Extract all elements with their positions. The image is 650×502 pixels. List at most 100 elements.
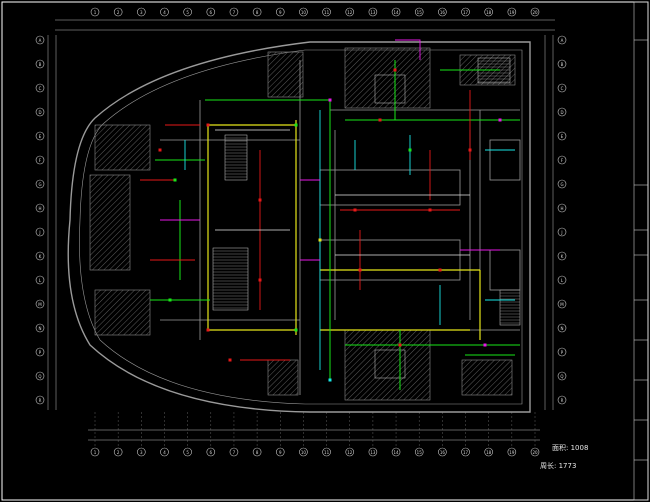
axis-bubble-top-9: 9 bbox=[275, 7, 285, 17]
axis-bubble-top-20: 20 bbox=[530, 7, 540, 17]
axis-bubbles-bottom: 1122334455667788991010111112121313141415… bbox=[90, 7, 540, 457]
axis-bubble-top-10: 10 bbox=[299, 7, 308, 17]
axis-bubble-17: 17 bbox=[461, 412, 470, 457]
svg-text:1: 1 bbox=[94, 10, 97, 15]
equipment-node bbox=[393, 68, 397, 72]
svg-text:20: 20 bbox=[532, 10, 538, 15]
axis-bubble-top-14: 14 bbox=[391, 7, 401, 17]
svg-text:F: F bbox=[39, 158, 42, 163]
svg-text:J: J bbox=[560, 230, 562, 235]
svg-text:8: 8 bbox=[256, 10, 259, 15]
equipment-node bbox=[258, 198, 262, 202]
equipment-node bbox=[483, 343, 487, 347]
svg-text:12: 12 bbox=[347, 450, 353, 455]
svg-text:B: B bbox=[39, 62, 42, 67]
equipment-node bbox=[353, 208, 357, 212]
axis-bubble-top-15: 15 bbox=[414, 7, 424, 17]
equipment-node bbox=[228, 358, 232, 362]
pipe-red bbox=[140, 90, 471, 361]
svg-text:L: L bbox=[39, 278, 42, 283]
equipment-node bbox=[408, 148, 412, 152]
svg-text:6: 6 bbox=[210, 450, 213, 455]
svg-text:C: C bbox=[561, 86, 564, 91]
axis-bubble-top-5: 5 bbox=[183, 7, 192, 17]
stair-treads bbox=[213, 60, 520, 324]
axis-bubble-top-12: 12 bbox=[345, 7, 355, 17]
svg-text:14: 14 bbox=[394, 450, 400, 455]
svg-text:7: 7 bbox=[233, 450, 236, 455]
svg-text:18: 18 bbox=[486, 450, 492, 455]
equipment-node bbox=[498, 118, 502, 122]
svg-text:M: M bbox=[38, 302, 42, 307]
svg-text:13: 13 bbox=[370, 10, 376, 15]
title-block bbox=[633, 1, 649, 501]
axis-bubble-9: 9 bbox=[275, 412, 285, 457]
svg-text:20: 20 bbox=[532, 450, 538, 455]
svg-text:11: 11 bbox=[324, 450, 330, 455]
svg-text:A: A bbox=[39, 38, 42, 43]
svg-text:16: 16 bbox=[440, 10, 446, 15]
svg-text:5: 5 bbox=[186, 10, 189, 15]
equipment-node bbox=[206, 123, 210, 127]
svg-text:6: 6 bbox=[210, 10, 213, 15]
equipment-node bbox=[206, 328, 210, 332]
svg-text:L: L bbox=[561, 278, 564, 283]
svg-text:9: 9 bbox=[279, 450, 282, 455]
equipment-node bbox=[468, 148, 472, 152]
axis-bubble-top-7: 7 bbox=[229, 7, 239, 17]
svg-text:G: G bbox=[560, 182, 563, 187]
svg-text:5: 5 bbox=[186, 450, 189, 455]
svg-text:12: 12 bbox=[347, 10, 353, 15]
axis-bubble-12: 12 bbox=[345, 412, 355, 457]
axis-bubble-top-1: 1 bbox=[90, 7, 100, 17]
svg-text:G: G bbox=[38, 182, 41, 187]
svg-text:3: 3 bbox=[140, 10, 143, 15]
svg-text:R: R bbox=[39, 398, 42, 403]
axis-bubble-top-6: 6 bbox=[206, 7, 216, 17]
svg-text:C: C bbox=[39, 86, 42, 91]
svg-text:P: P bbox=[561, 350, 564, 355]
axis-bubble-top-17: 17 bbox=[461, 7, 470, 17]
svg-text:17: 17 bbox=[463, 450, 469, 455]
svg-text:J: J bbox=[38, 230, 40, 235]
svg-text:F: F bbox=[561, 158, 564, 163]
axis-bubble-14: 14 bbox=[391, 412, 401, 457]
axis-bubble-4: 4 bbox=[160, 412, 169, 457]
equipment-node bbox=[398, 343, 402, 347]
axis-bubble-5: 5 bbox=[183, 412, 192, 457]
svg-text:K: K bbox=[561, 254, 564, 259]
equipment-node bbox=[438, 268, 442, 272]
svg-text:H: H bbox=[560, 206, 563, 211]
pipe-yellow bbox=[207, 120, 481, 340]
axis-bubble-16: 16 bbox=[438, 412, 447, 457]
svg-text:A: A bbox=[561, 38, 564, 43]
svg-text:M: M bbox=[560, 302, 564, 307]
svg-text:D: D bbox=[38, 110, 41, 115]
svg-text:Q: Q bbox=[38, 374, 41, 379]
equipment-node bbox=[158, 148, 162, 152]
svg-text:P: P bbox=[39, 350, 42, 355]
equipment-node bbox=[294, 123, 298, 127]
axis-bubble-top-18: 18 bbox=[484, 7, 493, 17]
axis-bubble-top-8: 8 bbox=[252, 7, 262, 17]
svg-text:19: 19 bbox=[509, 10, 515, 15]
axis-bubble-20: 20 bbox=[530, 412, 540, 457]
axis-bubble-8: 8 bbox=[252, 412, 262, 457]
axis-bubble-19: 19 bbox=[507, 412, 517, 457]
equipment-node bbox=[358, 268, 362, 272]
svg-text:9: 9 bbox=[279, 10, 282, 15]
axis-bubble-13: 13 bbox=[368, 412, 378, 457]
svg-text:11: 11 bbox=[324, 10, 330, 15]
svg-text:18: 18 bbox=[486, 10, 492, 15]
hatched-areas bbox=[89, 47, 516, 401]
equipment-node bbox=[168, 298, 172, 302]
